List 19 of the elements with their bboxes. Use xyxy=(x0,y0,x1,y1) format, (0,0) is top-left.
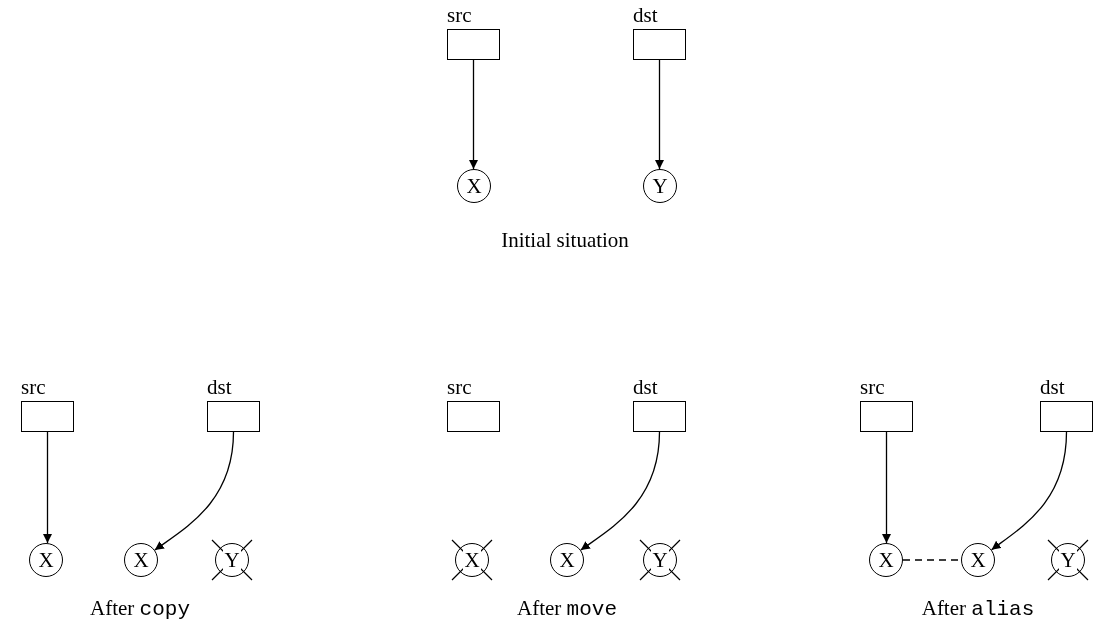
variable-label: src xyxy=(860,375,885,399)
arrow xyxy=(154,431,235,551)
arrow xyxy=(43,431,52,544)
caption: After move xyxy=(517,596,617,621)
arrow xyxy=(469,59,478,170)
caption: After copy xyxy=(90,596,190,621)
variable-label: src xyxy=(447,3,472,27)
variable-label: dst xyxy=(1040,375,1065,399)
variable-label: dst xyxy=(633,3,658,27)
arrow xyxy=(990,431,1068,551)
arrow xyxy=(882,431,891,544)
caption: Initial situation xyxy=(501,228,629,253)
variable-label: dst xyxy=(207,375,232,399)
variable-label: dst xyxy=(633,375,658,399)
arrow xyxy=(580,431,661,551)
caption: After alias xyxy=(921,596,1035,621)
variable-label: src xyxy=(447,375,472,399)
variable-label: src xyxy=(21,375,46,399)
arrow xyxy=(655,59,664,170)
